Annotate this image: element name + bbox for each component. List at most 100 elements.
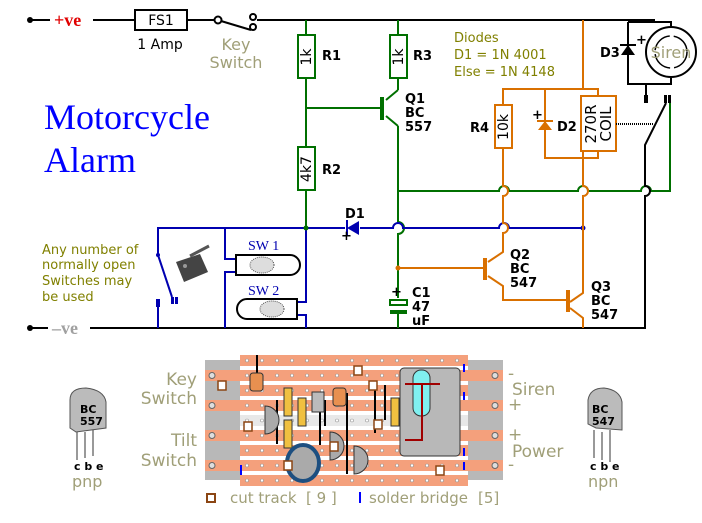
hole: [365, 358, 369, 363]
fuse-fs1: [134, 9, 188, 31]
hole: [395, 358, 399, 363]
resistor-r1: [297, 34, 316, 79]
terminal-strip: [468, 430, 503, 441]
hole: [320, 478, 324, 483]
r4-ref: R4: [470, 121, 489, 136]
strip-gap: [240, 426, 468, 430]
board-power-label: Power: [512, 442, 563, 462]
resistor: [283, 387, 293, 417]
diode-d3: [620, 44, 636, 55]
resistor: [283, 419, 293, 449]
terminal-strip: [205, 400, 240, 411]
q1-ref: Q1: [405, 92, 425, 107]
q3-type-2: 547: [591, 308, 618, 323]
hole: [290, 358, 294, 363]
transistor: [353, 445, 369, 475]
legend-solder-bridge: solder bridge: [369, 489, 468, 507]
transistor: [264, 405, 280, 435]
relay-wiring: [405, 383, 440, 441]
resistor: [297, 397, 307, 427]
coil-label: COIL: [597, 106, 615, 142]
terminal-screw: [208, 402, 216, 409]
legend-bridge-count: [5]: [478, 489, 499, 507]
strip-gap: [240, 396, 468, 400]
hole: [365, 388, 369, 393]
hole: [350, 358, 354, 363]
c1-unit: uF: [412, 314, 430, 329]
pnp-transistor-icon: BC 557 c b e pnp: [69, 387, 107, 491]
hole: [260, 463, 264, 468]
switch-note: Any number of normally open Switches may…: [42, 243, 139, 305]
resistor: [390, 397, 400, 427]
positive-label: +ve: [54, 10, 81, 30]
terminal-strip: [468, 460, 503, 471]
hole: [335, 463, 339, 468]
key-switch-symbol: [213, 13, 257, 31]
r2-value: 4k7: [299, 156, 315, 182]
hole: [290, 478, 294, 483]
strip-gap: [240, 411, 468, 415]
legend-cut-count: [ 9 ]: [306, 489, 337, 507]
hole: [335, 373, 339, 378]
d1-polarity: +: [341, 229, 352, 244]
sw2-label: SW 2: [248, 284, 279, 299]
terminal-screw: [208, 432, 216, 439]
cut-track-icon: [206, 493, 216, 503]
hole: [245, 463, 249, 468]
switch-note-line-4: be used: [42, 290, 94, 305]
positive-terminal: [27, 17, 33, 23]
title-line-1: Motorcycle: [44, 97, 210, 137]
terminal-screw: [491, 402, 499, 409]
hole: [320, 358, 324, 363]
hole: [245, 373, 249, 378]
hole: [380, 463, 384, 468]
hole: [365, 418, 369, 423]
strip-gap: [240, 486, 468, 490]
hole: [425, 478, 429, 483]
hole: [245, 358, 249, 363]
copper-strip: [240, 475, 468, 486]
hole: [305, 358, 309, 363]
hole: [395, 433, 399, 438]
hole: [350, 388, 354, 393]
copper-strip: [240, 385, 468, 396]
hole: [350, 478, 354, 483]
hole: [260, 433, 264, 438]
cut-track: [368, 380, 378, 391]
d2-ref: D2: [557, 120, 577, 135]
hole: [365, 448, 369, 453]
npn-transistor-icon: BC 547 c b e npn: [587, 387, 623, 491]
hole: [245, 433, 249, 438]
terminal-screw: [208, 372, 216, 379]
strip-gap: [240, 381, 468, 385]
coil-value: 270R: [582, 104, 600, 143]
sw1-label: SW 1: [248, 239, 279, 254]
cut-track: [217, 380, 227, 391]
switch-contact: [156, 299, 160, 307]
hole: [245, 478, 249, 483]
hole: [395, 448, 399, 453]
d1-ref: D1: [345, 207, 365, 222]
relay-no-contact-2: [668, 95, 671, 103]
diode-d1: [346, 220, 359, 236]
copper-strip: [240, 430, 468, 441]
hole: [440, 358, 444, 363]
hole: [380, 433, 384, 438]
siren-label: Siren: [651, 43, 692, 62]
hole: [245, 403, 249, 408]
c1-value: 47: [412, 300, 430, 315]
hole: [455, 478, 459, 483]
switch-contact-2: [171, 297, 174, 304]
hole: [275, 478, 279, 483]
hole: [305, 388, 309, 393]
r3-value: 1k: [391, 48, 407, 66]
cut-track: [353, 365, 363, 376]
stripboard: [205, 353, 503, 490]
terminal-screw: [208, 462, 216, 469]
npn-pins: c b e: [590, 460, 620, 473]
junction: [303, 225, 309, 231]
hole: [320, 373, 324, 378]
relay-no-contact: [664, 95, 667, 103]
diode: [249, 372, 264, 392]
hole: [365, 478, 369, 483]
